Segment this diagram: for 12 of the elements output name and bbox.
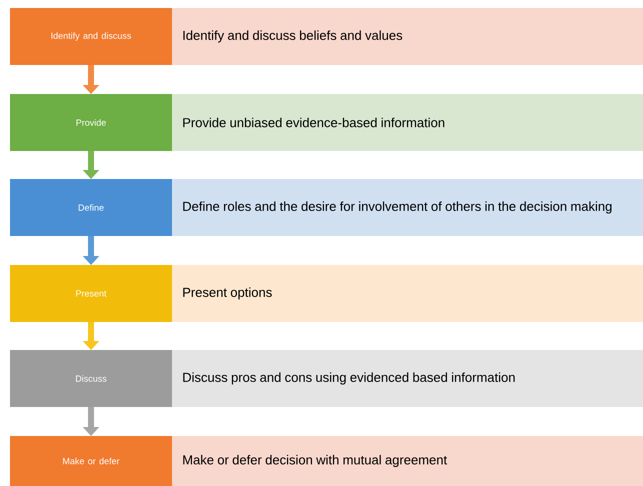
step-box: Define <box>10 179 172 236</box>
description-band: Provide unbiased evidence-based information <box>172 94 643 151</box>
description-band: Present options <box>172 265 643 322</box>
description-band: Discuss pros and cons using evidenced based information <box>172 350 643 407</box>
step-box: Make or defer <box>10 436 172 486</box>
step-box: Provide <box>10 94 172 151</box>
step-box: Present <box>10 265 172 322</box>
description-band: Identify and discuss beliefs and values <box>172 8 643 65</box>
step-box: Identify and discuss <box>10 8 172 65</box>
step-box: Discuss <box>10 350 172 407</box>
description-band: Make or defer decision with mutual agreement <box>172 436 643 486</box>
description-band: Define roles and the desire for involvement of others in the decision making <box>172 179 643 236</box>
